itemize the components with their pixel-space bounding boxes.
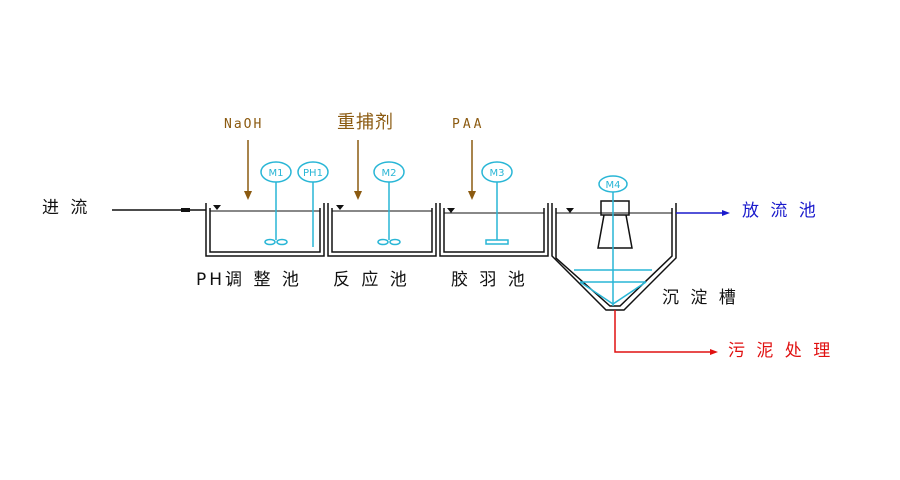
motor-m2: M2 [373,161,405,183]
motor-m4: M4 [598,175,628,193]
mixer-m1 [264,181,288,246]
naoh-dosing-arrow [244,140,252,200]
motor-ph1: PH1 [297,161,329,183]
water-level-lines [210,210,672,214]
inflow-label: 进 流 [42,198,91,218]
water-level-markers [213,205,574,213]
motor-m4-label: M4 [606,180,621,191]
settling-center-well [597,200,633,249]
chemical-collector-label: 重捕剂 [337,112,394,133]
sludge-pipe [614,310,718,355]
tank-ph-adjust-label: PH调 整 池 [196,270,302,290]
chemical-naoh-label: NaOH [224,117,264,132]
collector-dosing-arrow [354,140,362,200]
chemical-paa-label: PAA [452,117,485,132]
motor-m3-label: M3 [490,168,505,179]
outflow-pipe [676,210,730,216]
inflow-pipe [112,208,206,212]
motor-ph1-label: PH1 [303,168,323,179]
motor-m1: M1 [260,161,292,183]
mixer-m2 [377,181,401,246]
sludge-scraper [574,191,652,306]
mixer-m3 [485,181,509,245]
tank-flocculation-label: 胶 羽 池 [451,270,528,290]
motor-m2-label: M2 [382,168,397,179]
outflow-label: 放 流 池 [742,201,819,221]
sludge-treatment-label: 污 泥 处 理 [728,341,834,361]
paa-dosing-arrow [468,140,476,200]
tank-reaction-label: 反 应 池 [333,270,410,290]
motor-m1-label: M1 [269,168,284,179]
tank-settling-label: 沉 淀 槽 [662,288,739,308]
motor-m3: M3 [481,161,513,183]
